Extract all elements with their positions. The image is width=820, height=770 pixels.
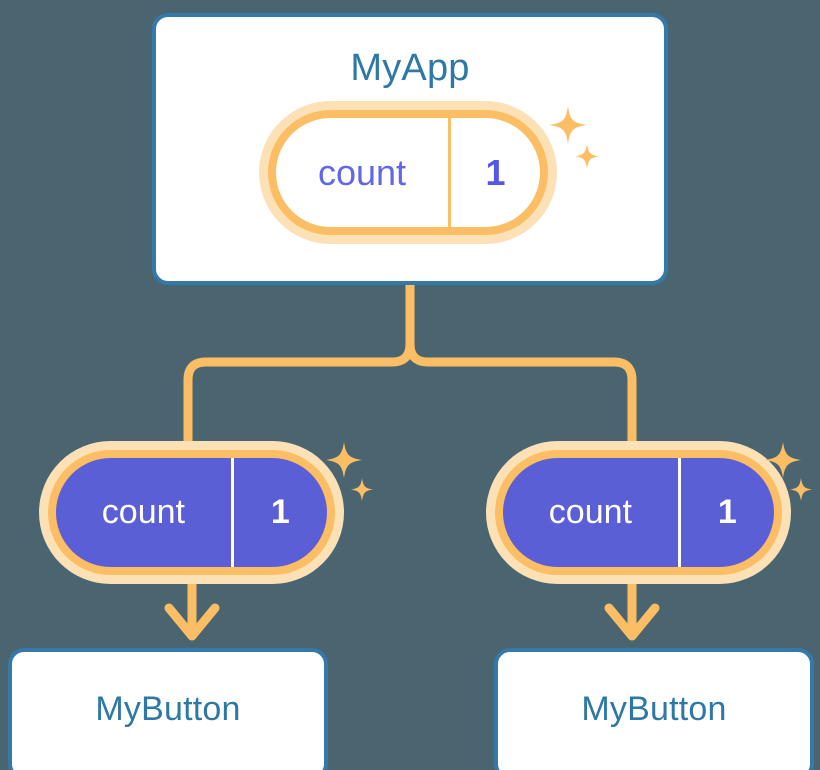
component-title-mybutton: MyButton: [95, 690, 241, 728]
state-pill-myapp[interactable]: count 1: [268, 110, 548, 235]
state-key-label: count: [548, 493, 632, 531]
state-pill-button-right[interactable]: count 1: [495, 450, 782, 575]
component-card-mybutton-left[interactable]: MyButton: [8, 648, 328, 770]
state-value-label: 1: [677, 458, 774, 567]
state-value-label: 1: [230, 458, 327, 567]
component-title-mybutton: MyButton: [581, 690, 727, 728]
wire-root-to-left: [183, 280, 415, 457]
arrow-left-head: [164, 603, 220, 641]
state-key-label: count: [317, 151, 407, 193]
component-card-mybutton-right[interactable]: MyButton: [494, 648, 814, 770]
wire-root-to-right: [405, 280, 637, 457]
arrow-right-head: [604, 603, 660, 641]
state-value-label: 1: [448, 118, 540, 227]
component-title-myapp: MyApp: [350, 47, 470, 89]
state-pill-button-left[interactable]: count 1: [48, 450, 335, 575]
state-key-label: count: [101, 493, 185, 531]
